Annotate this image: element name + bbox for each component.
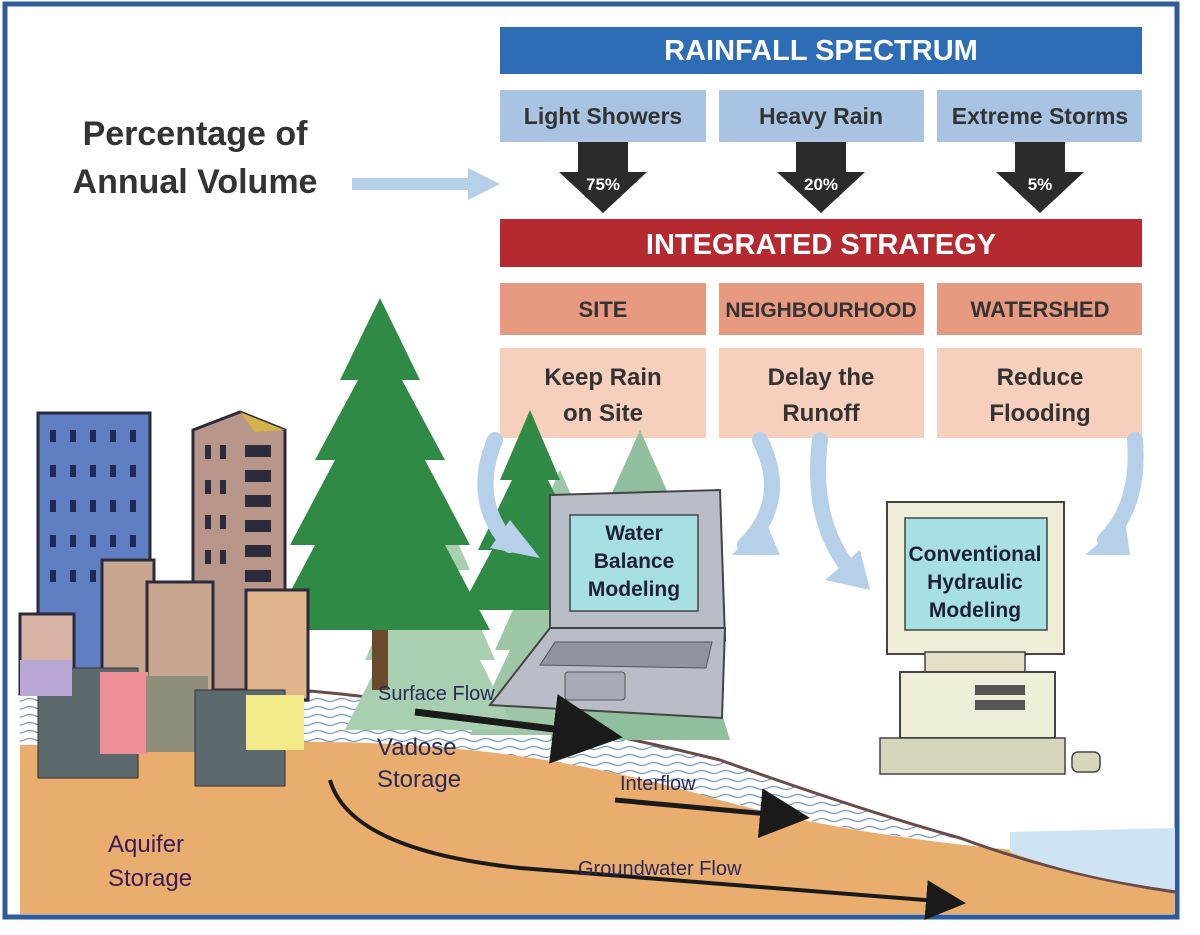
desktop-monitor-stand [924,651,1026,675]
vadose-label-line2: Storage [377,766,461,793]
rain-category-light-showers: Light Showers 75% [500,90,706,213]
scale-box-neighbourhood [719,283,924,335]
scale-label-site: SITE [579,297,628,322]
building-windows [50,430,136,582]
desktop-illustration: Conventional Hydraulic Modeling [879,501,1101,775]
laptop-screen [569,514,699,612]
goal-box-neighbourhood [719,348,924,438]
arrowhead-icon [732,520,780,555]
aquifer-label-line1: Aquifer [108,831,184,858]
percentage-label: Percentage of Annual Volume [73,115,500,201]
interflow-label: Interflow [620,773,696,795]
down-arrow-icon [996,142,1084,213]
desktop-drive [975,685,1025,695]
scale-label-watershed: WATERSHED [971,297,1110,322]
laptop-trackpad [564,671,626,701]
rain-category-label: Heavy Rain [759,103,883,129]
percentage-label-line2: Annual Volume [73,163,318,201]
laptop-keyboard [539,641,713,669]
tree-trunk [372,630,388,690]
desktop-drive [975,700,1025,710]
desktop-screen [904,517,1048,631]
flow-arrows [328,694,966,921]
surface-flow-label: Surface Flow [378,683,495,705]
rainfall-spectrum-bar [500,27,1142,74]
down-arrow-icon [559,142,647,213]
integrated-strategy-bar [500,219,1142,267]
rain-category-percent: 75% [586,175,620,194]
tree-icon [270,298,490,630]
arrowhead-icon [1085,520,1130,555]
curved-arrow-neigh-to-desktop [810,432,858,578]
desktop-keyboard [879,737,1066,775]
integrated-strategy-section: INTEGRATED STRATEGY SITE NEIGHBOURHOOD W… [500,219,1142,438]
rainfall-spectrum-section: RAINFALL SPECTRUM Light Showers 75% Heav… [500,27,1142,213]
desktop-label-line3: Modeling [929,599,1021,622]
goal-neighbourhood-line1: Delay the [768,364,875,391]
integrated-strategy-title: INTEGRATED STRATEGY [646,229,996,261]
water-body [1010,828,1175,890]
goal-watershed-line1: Reduce [997,364,1084,391]
building-foundation [246,695,304,750]
goal-site-line1: Keep Rain [544,364,661,391]
goal-neighbourhood-line2: Runoff [782,400,860,427]
rain-category-percent: 20% [804,175,838,194]
building-windows [205,445,271,582]
percentage-label-line1: Percentage of [83,115,309,153]
rain-category-box [719,90,924,142]
rain-category-box [500,90,706,142]
laptop-illustration: Water Balance Modeling [488,488,727,720]
laptop-label-line2: Balance [594,550,675,573]
goal-watershed-line2: Flooding [989,400,1090,427]
groundwater-flow-label: Groundwater Flow [578,858,742,880]
arrowhead-icon [825,550,870,590]
rain-category-label: Extreme Storms [952,103,1128,129]
rain-category-heavy-rain: Heavy Rain 20% [719,90,924,213]
rainfall-spectrum-title: RAINFALL SPECTRUM [664,35,978,67]
rain-category-label: Light Showers [524,103,682,129]
scale-label-neighbourhood: NEIGHBOURHOOD [725,299,916,322]
scale-box-site [500,283,706,335]
city-buildings [18,410,310,787]
rain-category-extreme-storms: Extreme Storms 5% [937,90,1142,213]
rain-category-percent: 5% [1028,175,1053,194]
laptop-label-line1: Water [605,522,663,545]
building-foundation [100,672,148,754]
building-foundation [20,660,72,696]
groundwater-flow-arrow [328,779,966,921]
down-arrow-icon [777,142,865,213]
laptop-label-line3: Modeling [588,578,680,601]
scale-box-watershed [937,283,1142,335]
vadose-label-line1: Vadose [377,734,457,761]
building [244,588,310,702]
desktop-label-line2: Hydraulic [927,571,1023,594]
rain-category-box [937,90,1142,142]
interflow-arrow [614,788,810,839]
desktop-mouse [1071,751,1101,773]
goal-box-watershed [937,348,1142,438]
goal-site-line2: on Site [563,400,643,427]
right-arrow-icon [352,168,500,200]
desktop-label-line1: Conventional [908,543,1041,566]
aquifer-label-line2: Storage [108,865,192,892]
surface-flow-arrow [414,694,623,764]
building-roof [240,412,285,432]
arrowhead-icon [490,520,540,558]
ground [20,706,1175,914]
